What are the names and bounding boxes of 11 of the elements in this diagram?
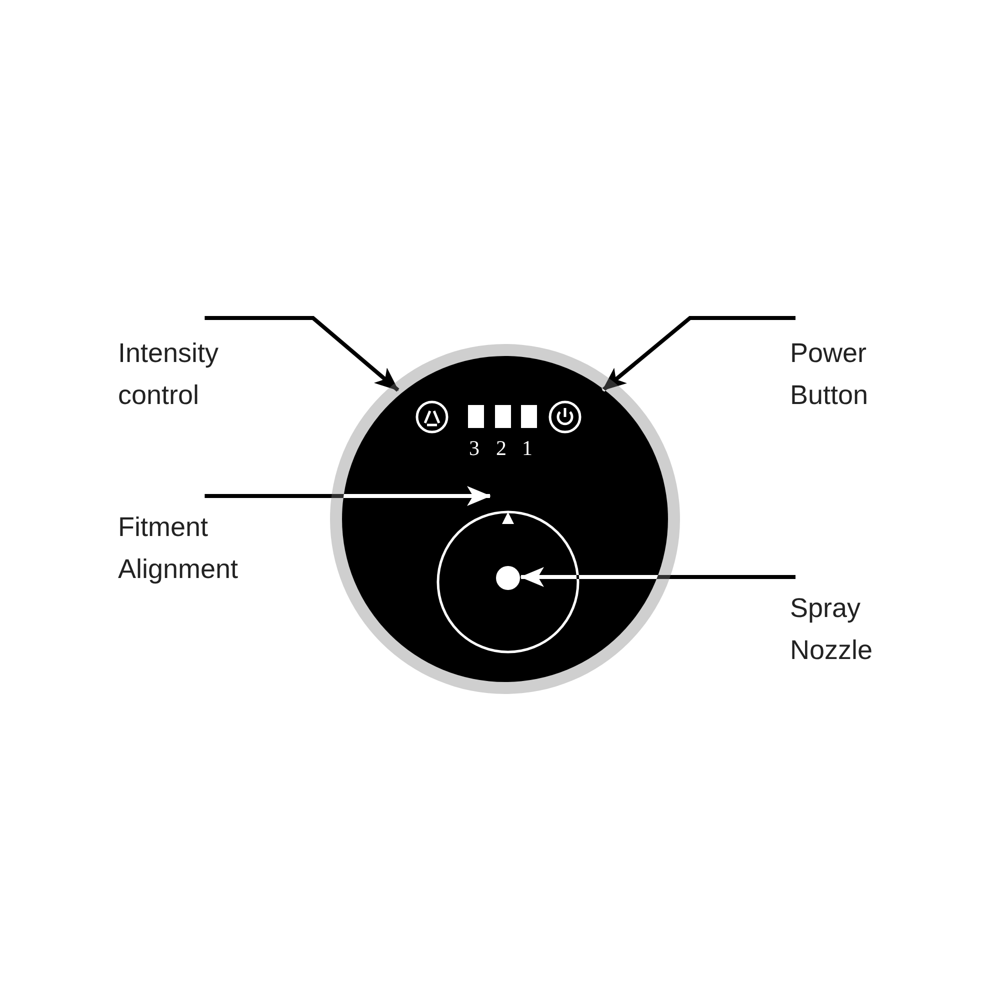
leader-arrow — [602, 316, 796, 392]
level-number: 3 — [469, 437, 480, 459]
leader-arrow — [204, 486, 491, 506]
callout-label: Power Button — [790, 337, 870, 412]
callout-label: Intensity control — [118, 337, 220, 412]
leader-arrow — [204, 316, 400, 392]
level-number: 2 — [496, 437, 506, 459]
callout-label: Fitment Alignment — [118, 511, 240, 586]
callout-label: Spray Nozzle — [790, 592, 874, 667]
level-number: 1 — [522, 437, 532, 459]
leader-arrow — [520, 567, 796, 587]
